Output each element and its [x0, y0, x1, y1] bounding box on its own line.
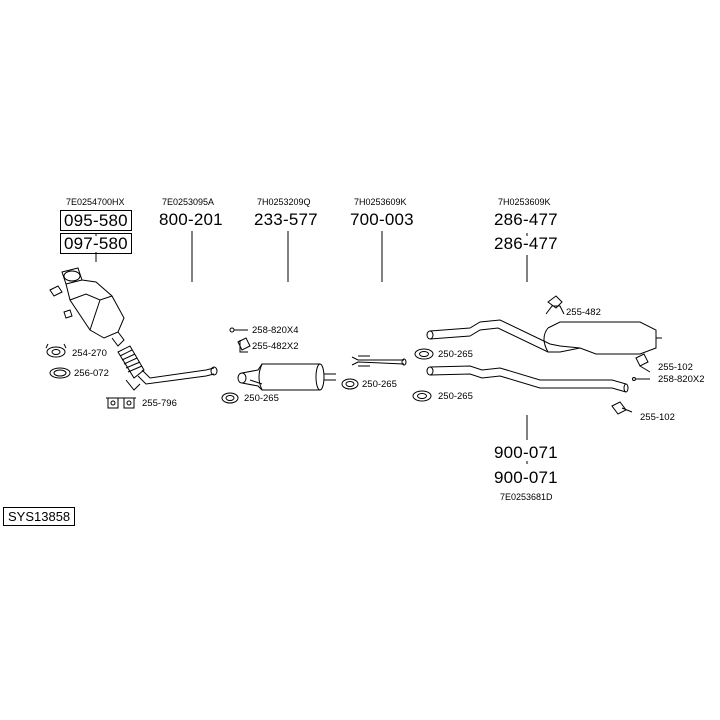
oe-number-rear-silencer: 7H0253609K	[498, 197, 551, 207]
part-number-tail-pipe-1[interactable]: 900-071	[494, 443, 558, 462]
part-number-cat-2[interactable]: 097-580	[60, 233, 132, 254]
accessory-label[interactable]: 250-265	[244, 393, 279, 404]
accessory-label[interactable]: 258-820X2	[658, 374, 705, 385]
rear-silencer-drawing	[426, 319, 662, 355]
accessory-label[interactable]: 256-072	[74, 368, 109, 379]
clamp-rear-upper-drawing	[414, 348, 434, 360]
bolt-258-820-drawing	[229, 327, 248, 333]
bolt-258-820-rear-drawing	[632, 377, 650, 381]
part-number-rear-silencer-1[interactable]: 286-477	[494, 210, 558, 229]
oe-number-center-silencer: 7H0253209Q	[257, 197, 311, 207]
mount-255-102-lower-drawing	[611, 401, 633, 415]
clamp-center-drawing	[221, 392, 239, 404]
ring-256-072-drawing	[49, 367, 71, 379]
accessory-label[interactable]: 258-820X4	[252, 325, 299, 336]
system-code: SYS13858	[3, 507, 76, 526]
part-number-center-silencer[interactable]: 233-577	[254, 210, 318, 229]
clamp-tail-drawing	[412, 390, 432, 402]
accessory-label[interactable]: 250-265	[438, 391, 473, 402]
part-number-rear-silencer-2[interactable]: 286-477	[494, 234, 558, 253]
front-pipe-drawing	[117, 345, 218, 391]
accessory-label[interactable]: 255-102	[658, 362, 693, 373]
accessory-label[interactable]: 255-482	[566, 307, 601, 318]
clamp-connector-drawing	[341, 378, 359, 390]
accessory-label[interactable]: 255-102	[640, 412, 675, 423]
part-number-connector[interactable]: 700-003	[350, 210, 414, 229]
center-silencer-drawing	[237, 363, 336, 391]
oe-number-front-pipe: 7E0253095A	[162, 197, 215, 207]
accessory-label[interactable]: 254-270	[72, 348, 107, 359]
accessory-label[interactable]: 255-796	[142, 398, 177, 409]
catalytic-converter-drawing	[49, 267, 125, 347]
accessory-label[interactable]: 255-482X2	[252, 341, 299, 352]
oe-number-cat: 7E0254700HX	[66, 197, 125, 207]
accessory-label[interactable]: 250-265	[362, 379, 397, 390]
clamp-255-796-drawing	[106, 397, 136, 409]
part-number-front-pipe[interactable]: 800-201	[159, 210, 223, 229]
part-number-cat-1[interactable]: 095-580	[60, 210, 132, 231]
mount-255-102-upper-drawing	[635, 353, 651, 373]
gasket-254-270-drawing	[45, 343, 67, 358]
tail-pipe-drawing	[426, 365, 629, 393]
accessory-label[interactable]: 250-265	[438, 349, 473, 360]
part-number-tail-pipe-2[interactable]: 900-071	[494, 468, 558, 487]
hanger-rear-drawing	[545, 295, 565, 315]
oe-number-tail-pipe: 7E0253681D	[500, 492, 553, 502]
connector-pipe-drawing	[351, 355, 407, 367]
hanger-255-482-drawing	[237, 337, 251, 353]
oe-number-connector: 7H0253609K	[354, 197, 407, 207]
